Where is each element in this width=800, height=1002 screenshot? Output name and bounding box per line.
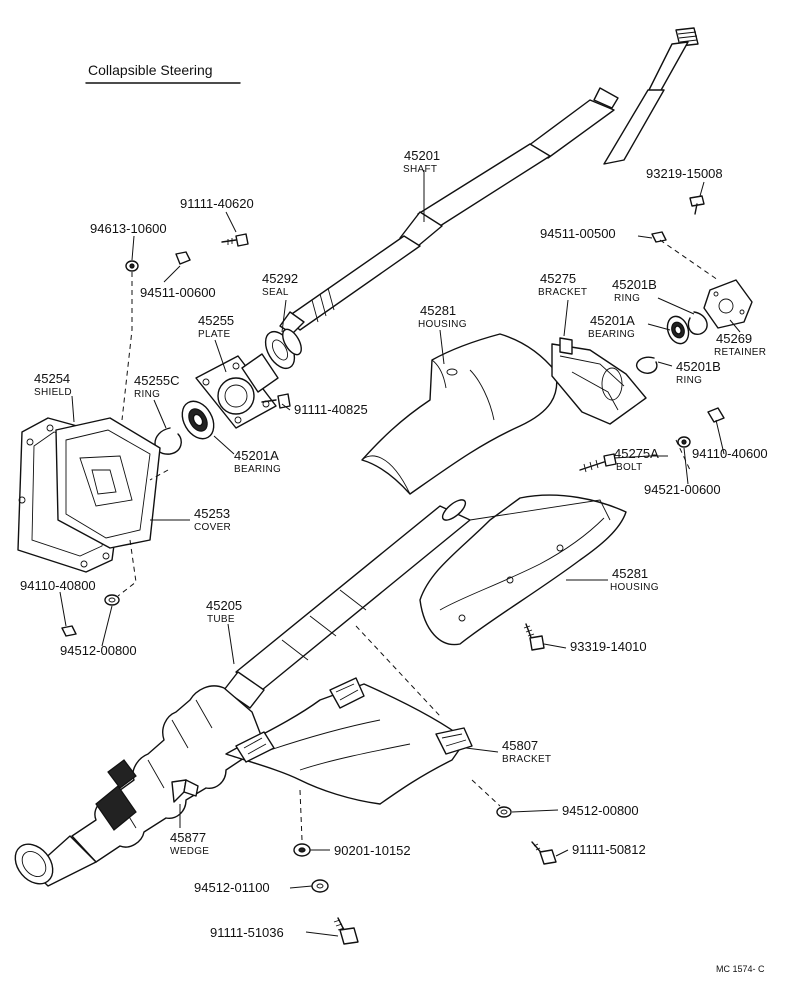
label-45269-number: 45269 [716,331,752,346]
nut-94511-00500 [651,231,667,243]
bracket-45275 [551,337,647,425]
nut-94110-40600 [707,407,725,423]
bolt-91111-51036 [333,917,359,945]
label-45275-name: BRACKET [538,287,587,298]
label-45201b-lower-name: RING [676,375,702,386]
label-94512-00800-left: 94512-00800 [60,643,137,658]
bearing-45201a-right [666,315,690,345]
label-94511-00500: 94511-00500 [540,226,616,241]
label-45275a-name: BOLT [616,462,643,473]
label-45877-number: 45877 [170,830,206,845]
wedge-45877 [171,779,199,803]
label-45281-top-name: HOUSING [418,319,467,330]
label-45201b-lower-number: 45201B [676,359,721,374]
label-93219-15008: 93219-15008 [646,166,723,181]
label-45254-name: SHIELD [34,387,72,398]
label-91111-51036: 91111-51036 [210,925,284,940]
washer-94512-00800-right [496,806,512,818]
label-45275a-number: 45275A [614,446,659,461]
label-94512-00800-right: 94512-00800 [562,803,639,818]
label-94511-00600: 94511-00600 [140,285,216,300]
assembly-lines [117,239,719,841]
label-45201a-left-number: 45201A [234,448,279,463]
bracket-45807 [225,677,473,805]
nut-94511-00600 [175,251,191,265]
label-45253-number: 45253 [194,506,230,521]
label-91111-50812: 91111-50812 [572,842,646,857]
retainer-45269 [703,279,753,329]
label-45255-name: PLATE [198,329,230,340]
label-91111-40825: 91111-40825 [294,402,368,417]
label-45201b-upper-name: RING [614,293,640,304]
part-labels: 45201 SHAFT 93219-15008 91111-40620 9461… [20,148,768,974]
ring-45201b-lower [636,356,658,374]
bearing-45201a-left [181,400,215,440]
label-45292-number: 45292 [262,271,298,286]
label-45255c-number: 45255C [134,373,180,388]
leader-lines [59,170,741,937]
ring-45255c [154,427,182,455]
label-45807-name: BRACKET [502,754,551,765]
ring-45201b-upper [687,311,708,335]
label-45201-name: SHAFT [403,164,437,175]
washer-90201-10152 [293,843,311,857]
bolt-91111-40825 [261,393,291,409]
housing-45281-top [361,333,558,495]
label-45201-number: 45201 [404,148,440,163]
washer-94512-00800-left [104,594,120,606]
label-45201a-right-number: 45201A [590,313,635,328]
diagram-title: Collapsible Steering [88,62,213,78]
label-94521-00600: 94521-00600 [644,482,721,497]
label-45281-bottom-number: 45281 [612,566,648,581]
label-45269-name: RETAINER [714,347,766,358]
label-45255c-name: RING [134,389,160,400]
washer-94521-00600 [677,436,691,448]
seal-45292 [264,328,302,370]
label-45255-number: 45255 [198,313,234,328]
label-45254-number: 45254 [34,371,70,386]
washer-94613-10600 [125,260,139,272]
label-45201b-upper-number: 45201B [612,277,657,292]
label-45205-name: TUBE [207,614,235,625]
label-45807-number: 45807 [502,738,538,753]
label-94613-10600: 94613-10600 [90,221,167,236]
label-94110-40600: 94110-40600 [692,446,768,461]
label-45281-top-number: 45281 [420,303,456,318]
nut-94110-40800 [61,625,77,637]
label-45275-number: 45275 [540,271,576,286]
steering-shaft [279,27,699,335]
bolt-93319-14010 [523,623,545,651]
label-45201a-left-name: BEARING [234,464,281,475]
label-91111-40620: 91111-40620 [180,196,254,211]
label-45201a-right-name: BEARING [588,329,635,340]
tube-45205 [14,499,471,887]
label-45292-name: SEAL [262,287,289,298]
bolt-91111-50812 [531,841,557,865]
label-94512-01100: 94512-01100 [194,880,270,895]
bolt-91111-40620 [221,233,249,247]
housing-45281-bottom [419,494,627,646]
label-45205-number: 45205 [206,598,242,613]
label-93319-14010: 93319-14010 [570,639,647,654]
plate-45255 [195,353,279,429]
bolt-93219-15008 [689,195,705,215]
label-90201-10152: 90201-10152 [334,843,411,858]
washer-94512-01100 [311,879,329,893]
label-45253-name: COVER [194,522,231,533]
label-94110-40800: 94110-40800 [20,578,96,593]
reference-code: MC 1574- C [716,964,765,974]
cover-45253 [55,417,161,549]
label-45877-name: WEDGE [170,846,209,857]
label-45281-bottom-name: HOUSING [610,582,659,593]
bolt-45275a [579,453,617,473]
